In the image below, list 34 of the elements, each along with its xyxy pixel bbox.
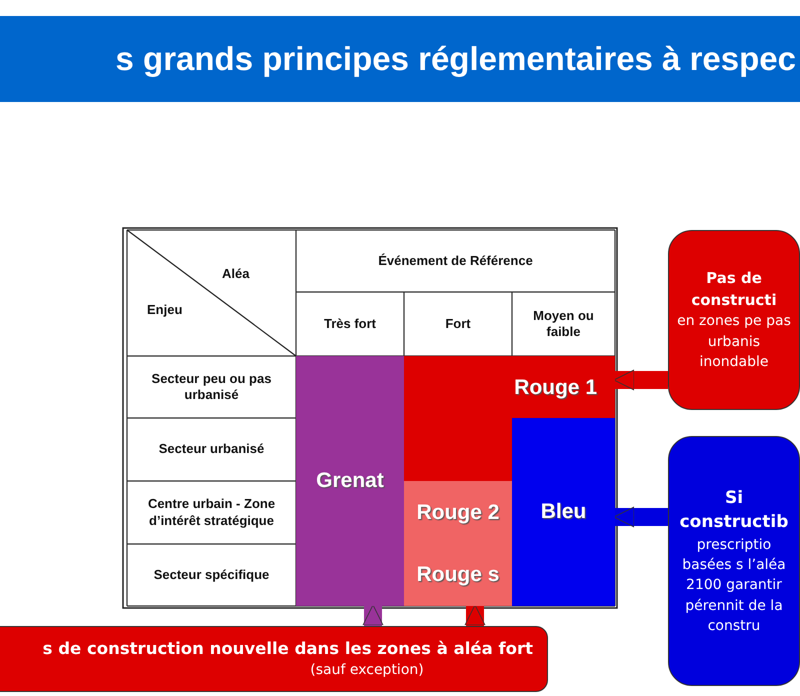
callout-box bbox=[0, 626, 548, 692]
header-text: Enjeu bbox=[146, 300, 184, 319]
zone-label: Bleu bbox=[540, 500, 586, 524]
callout-heading: s de construction nouvelle dans les zones à aléa fort bbox=[42, 638, 533, 660]
block-arrow bbox=[362, 604, 384, 626]
row-header: Secteur urbanisé bbox=[158, 440, 266, 458]
column-header: Moyen ou faible bbox=[532, 306, 595, 341]
block-arrow bbox=[464, 604, 486, 626]
zone-block bbox=[296, 356, 404, 606]
title-banner: s grands principes réglementaires à respec bbox=[0, 16, 800, 102]
callout-text: prescriptio basées s l’aléa 2100 garantir pérennit de la constru bbox=[681, 536, 787, 636]
zone-block bbox=[404, 356, 615, 481]
callout-box bbox=[668, 436, 800, 686]
callout-box bbox=[668, 230, 800, 410]
row-header: Secteur peu ou pas urbanisé bbox=[150, 370, 272, 404]
callout-heading: Si constructib bbox=[678, 486, 790, 534]
row-header: Centre urbain - Zone d’intérêt stratégique bbox=[146, 495, 276, 530]
row-header: Secteur spécifique bbox=[152, 566, 270, 584]
zone-label: Grenat bbox=[316, 469, 384, 493]
block-arrow bbox=[614, 506, 668, 528]
zone-label: Rouge s bbox=[416, 563, 500, 587]
column-header: Très fort bbox=[322, 314, 377, 333]
column-header: Fort bbox=[444, 314, 472, 333]
zone-block bbox=[512, 418, 615, 606]
callout-text: (sauf exception) bbox=[309, 660, 425, 680]
zone-label: Rouge 2 bbox=[416, 500, 500, 524]
callout-heading: Pas de constructi bbox=[690, 268, 778, 311]
zone-block bbox=[404, 544, 512, 606]
column-header: Événement de Référence bbox=[377, 252, 534, 270]
callout-text: en zones pe pas urbanis inondable bbox=[676, 312, 792, 372]
header-text: Aléa bbox=[221, 264, 250, 283]
block-arrow bbox=[614, 370, 668, 390]
zone-label: Rouge 1 bbox=[514, 376, 597, 400]
zone-block bbox=[404, 481, 512, 544]
